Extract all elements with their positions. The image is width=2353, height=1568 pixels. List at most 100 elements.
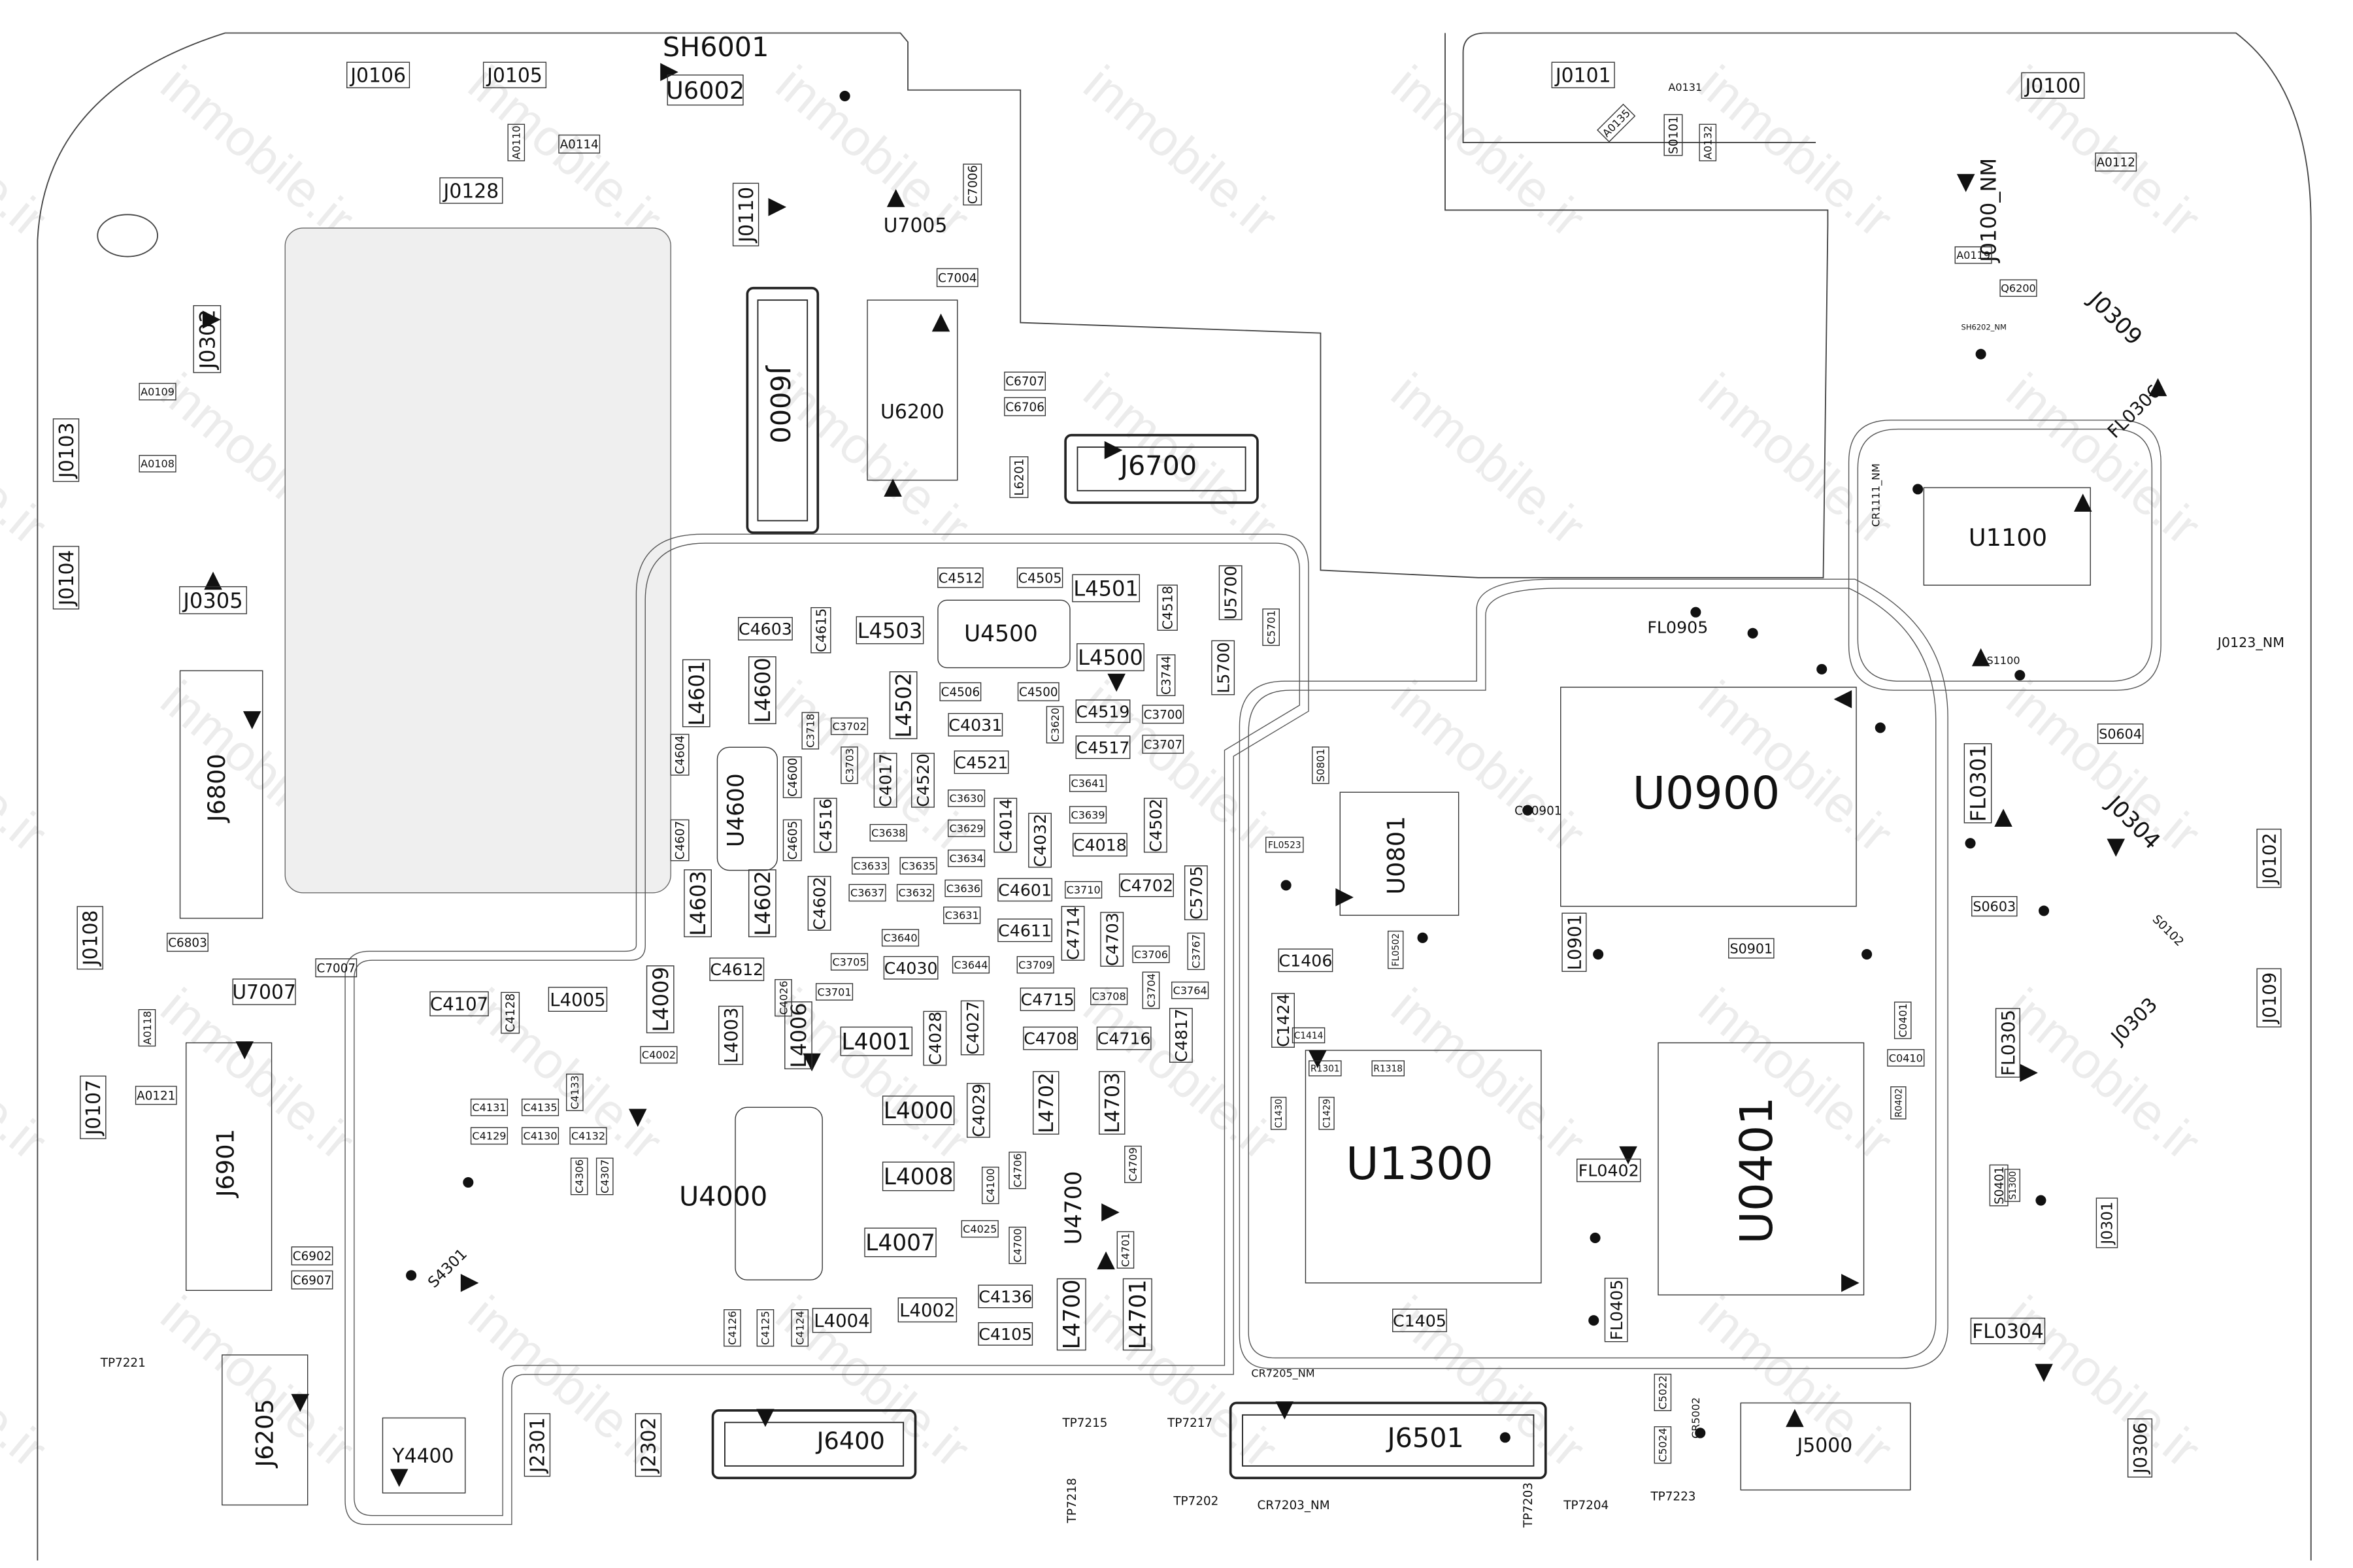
component-l4500[interactable]: L4500 [1076, 643, 1144, 671]
component-l4005[interactable]: L4005 [548, 986, 608, 1012]
component-j6205[interactable]: J6205 [250, 1399, 278, 1468]
component-j0305[interactable]: J0305 [179, 586, 247, 614]
component-c4502[interactable]: C4502 [1143, 797, 1167, 853]
component-u4600[interactable]: U4600 [723, 773, 749, 847]
component-c4136[interactable]: C4136 [978, 1284, 1033, 1309]
component-s0604[interactable]: S0604 [2097, 723, 2144, 744]
component-u5700[interactable]: U5700 [1218, 565, 1243, 620]
component-fl0405[interactable]: FL0405 [1604, 1277, 1628, 1343]
component-c3636[interactable]: C3636 [944, 879, 982, 897]
component-s1300[interactable]: S1300 [2004, 1169, 2020, 1202]
component-tp7218[interactable]: TP7218 [1065, 1478, 1079, 1524]
component-tp7215[interactable]: TP7215 [1061, 1416, 1107, 1430]
component-j0109[interactable]: J0109 [2256, 968, 2282, 1027]
component-c4702[interactable]: C4702 [1119, 873, 1174, 897]
component-cr1111-nm[interactable]: CR1111_NM [1870, 463, 1883, 527]
component-a0131[interactable]: A0131 [1668, 81, 1702, 93]
component-c3718[interactable]: C3718 [801, 712, 820, 750]
component-c0401[interactable]: C0401 [1894, 1001, 1912, 1039]
component-c1430[interactable]: C1430 [1270, 1097, 1287, 1130]
component-c3764[interactable]: C3764 [1171, 981, 1209, 999]
component-u7007[interactable]: U7007 [232, 978, 296, 1005]
component-l4000[interactable]: L4000 [882, 1095, 955, 1126]
component-c3639[interactable]: C3639 [1069, 806, 1107, 824]
component-c4014[interactable]: C4014 [993, 797, 1018, 853]
component-c4129[interactable]: C4129 [470, 1127, 509, 1145]
component-u4700[interactable]: U4700 [1061, 1171, 1087, 1245]
component-c4306[interactable]: C4306 [570, 1158, 588, 1195]
component-s0901[interactable]: S0901 [1728, 938, 1775, 959]
component-a0108[interactable]: A0108 [139, 455, 176, 473]
component-c4030[interactable]: C4030 [883, 956, 939, 980]
component-j0108[interactable]: J0108 [76, 906, 103, 970]
component-c4124[interactable]: C4124 [791, 1309, 809, 1347]
component-c3634[interactable]: C3634 [947, 849, 986, 867]
component-c4002[interactable]: C4002 [640, 1046, 678, 1064]
component-c4130[interactable]: C4130 [521, 1127, 559, 1145]
component-j6501[interactable]: J6501 [1385, 1422, 1463, 1454]
component-c4131[interactable]: C4131 [470, 1098, 509, 1116]
component-s0102[interactable]: S0102 [2150, 912, 2186, 949]
component-l4700[interactable]: L4700 [1056, 1278, 1086, 1351]
component-u6002[interactable]: U6002 [666, 75, 744, 106]
component-sh6001[interactable]: SH6001 [663, 31, 769, 63]
component-fl0523[interactable]: FL0523 [1265, 837, 1304, 853]
component-tp7202[interactable]: TP7202 [1173, 1494, 1218, 1508]
component-c4307[interactable]: C4307 [595, 1158, 614, 1195]
component-j0128[interactable]: J0128 [439, 177, 503, 204]
component-c3631[interactable]: C3631 [943, 907, 981, 924]
component-c3703[interactable]: C3703 [841, 746, 858, 784]
component-c5701[interactable]: C5701 [1262, 609, 1280, 646]
component-c3706[interactable]: C3706 [1132, 945, 1170, 963]
component-c3640[interactable]: C3640 [881, 929, 920, 947]
component-c4027[interactable]: C4027 [960, 1000, 984, 1056]
component-c4128[interactable]: C4128 [501, 992, 520, 1034]
component-c1406[interactable]: C1406 [1278, 948, 1333, 973]
component-j0104[interactable]: J0104 [52, 546, 80, 610]
component-l4006[interactable]: L4006 [784, 1001, 812, 1069]
component-l0901[interactable]: L0901 [1561, 912, 1587, 972]
component-c7006[interactable]: C7006 [963, 163, 982, 206]
component-u0900[interactable]: U0900 [1633, 767, 1780, 820]
component-l4502[interactable]: L4502 [889, 671, 918, 739]
component-a0121[interactable]: A0121 [135, 1086, 177, 1105]
component-c3705[interactable]: C3705 [830, 953, 869, 971]
component-a0112[interactable]: A0112 [2095, 152, 2137, 172]
component-c4817[interactable]: C4817 [1169, 1008, 1193, 1063]
component-l4007[interactable]: L4007 [864, 1227, 937, 1258]
component-c4505[interactable]: C4505 [1016, 567, 1063, 588]
component-c1414[interactable]: C1414 [1292, 1027, 1326, 1044]
component-l4503[interactable]: L4503 [856, 616, 924, 644]
component-c5705[interactable]: C5705 [1184, 865, 1208, 920]
component-c4604[interactable]: C4604 [670, 733, 690, 776]
component-u1300[interactable]: U1300 [1346, 1138, 1494, 1190]
component-c3637[interactable]: C3637 [848, 884, 886, 902]
component-c4706[interactable]: C4706 [1009, 1152, 1026, 1190]
component-tp7221[interactable]: TP7221 [100, 1356, 146, 1370]
component-a0132[interactable]: A0132 [1699, 124, 1717, 161]
component-c4605[interactable]: C4605 [782, 819, 802, 861]
component-u6200[interactable]: U6200 [880, 401, 944, 424]
component-fl0402[interactable]: FL0402 [1577, 1158, 1641, 1182]
component-c6907[interactable]: C6907 [291, 1270, 333, 1290]
component-c4126[interactable]: C4126 [724, 1309, 741, 1347]
component-j0302[interactable]: J0302 [193, 305, 222, 373]
component-c4135[interactable]: C4135 [521, 1098, 559, 1116]
component-s0401[interactable]: S0401 [1989, 1164, 2009, 1207]
component-tp7223[interactable]: TP7223 [1650, 1490, 1695, 1503]
component-c3700[interactable]: C3700 [1142, 705, 1184, 724]
component-c4026[interactable]: C4026 [775, 979, 792, 1017]
component-c3644[interactable]: C3644 [952, 956, 990, 974]
component-y4400[interactable]: Y4400 [392, 1445, 454, 1468]
component-j0100[interactable]: J0100 [2021, 72, 2085, 99]
component-j6700[interactable]: J6700 [1118, 450, 1197, 482]
component-c4028[interactable]: C4028 [923, 1010, 947, 1066]
component-tp7217[interactable]: TP7217 [1167, 1416, 1212, 1430]
component-l4702[interactable]: L4702 [1033, 1071, 1060, 1135]
component-u1100[interactable]: U1100 [1969, 524, 2047, 552]
component-c4125[interactable]: C4125 [756, 1309, 775, 1347]
component-l5700[interactable]: L5700 [1211, 640, 1235, 695]
component-j0303[interactable]: J0303 [2106, 993, 2162, 1050]
component-c3701[interactable]: C3701 [815, 983, 854, 1001]
component-c3629[interactable]: C3629 [947, 819, 986, 837]
